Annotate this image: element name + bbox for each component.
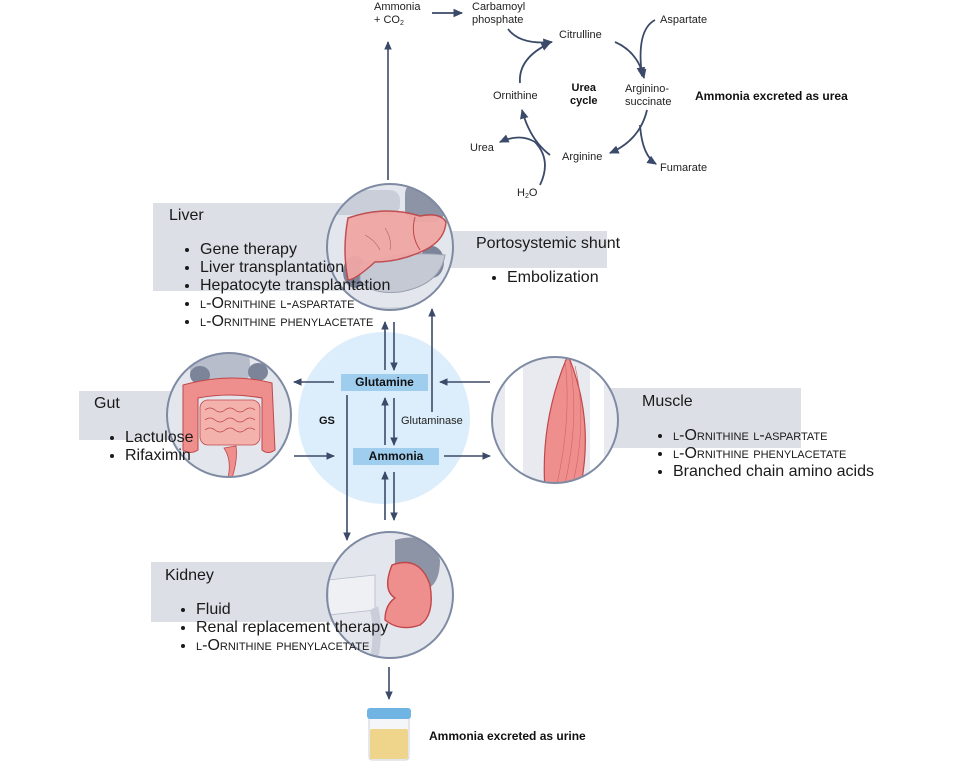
muscle-panel-content: Muscle l-Ornithine l-aspartate l-Ornithi… xyxy=(633,393,874,497)
list-item: Renal replacement therapy xyxy=(196,619,388,637)
label-ammonia-excreted-urine: Ammonia excreted as urine xyxy=(429,729,586,743)
shunt-panel-content: Portosystemic shunt Embolization xyxy=(467,235,620,303)
muscle-title: Muscle xyxy=(642,393,693,410)
shunt-panel xyxy=(440,231,607,268)
kidney-title: Kidney xyxy=(165,567,214,584)
arrow-citrulline-to-argininosuccinate xyxy=(614,41,647,80)
glutamine-box: Glutamine xyxy=(341,374,428,391)
liver-circle-border xyxy=(326,183,454,311)
gut-circle-border xyxy=(166,352,292,478)
gut-list: Lactulose Rifaximin xyxy=(85,429,194,465)
gut-title: Gut xyxy=(94,395,120,412)
kidney-list: Fluid Renal replacement therapy l-Ornith… xyxy=(156,601,388,655)
label-h2o: H2O xyxy=(517,187,538,200)
kidney-panel-content: Kidney Fluid Renal replacement therapy l… xyxy=(156,567,388,671)
list-item: l-Ornithine l-aspartate xyxy=(673,427,874,445)
muscle-panel xyxy=(605,388,801,448)
liver-title: Liver xyxy=(169,207,204,224)
liver-panel xyxy=(153,203,343,291)
list-item: Hepatocyte transplantation xyxy=(200,277,390,295)
ammonia-box: Ammonia xyxy=(353,448,439,465)
arrow-argininosuccinate-to-arginine xyxy=(609,109,648,154)
label-fumarate: Fumarate xyxy=(660,162,708,174)
list-item: l-Ornithine phenylacetate xyxy=(196,637,388,655)
list-item: Liver transplantation xyxy=(200,259,390,277)
kidney-circle-border xyxy=(326,531,454,659)
label-arginine: Arginine xyxy=(562,151,603,163)
list-item: Branched chain amino acids xyxy=(673,463,874,481)
gut-illustration xyxy=(167,353,291,477)
label-ammonia-excreted-urea: Ammonia excreted as urea xyxy=(695,89,848,103)
muscle-list: l-Ornithine l-aspartate l-Ornithine phen… xyxy=(633,427,874,481)
arrow-carbamoyl-to-citrulline xyxy=(507,28,554,48)
arrow-h2o-to-urea xyxy=(499,134,546,186)
gut-panel-content: Gut Lactulose Rifaximin xyxy=(85,395,194,481)
label-glutaminase: Glutaminase xyxy=(401,415,463,427)
arrow-argininosuccinate-to-fumarate xyxy=(639,124,657,165)
liver-list: Gene therapy Liver transplantation Hepat… xyxy=(160,241,390,331)
label-urea-cycle: Urea cycle xyxy=(570,82,598,107)
label-ornithine: Ornithine xyxy=(493,90,538,102)
label-carbamoyl-phosphate: Carbamoyl phosphate xyxy=(472,1,526,26)
arrow-arginine-to-ornithine xyxy=(520,108,551,156)
label-citrulline: Citrulline xyxy=(559,29,602,41)
list-item: l-Ornithine phenylacetate xyxy=(200,313,390,331)
liver-panel-content: Liver Gene therapy Liver transplantation… xyxy=(160,207,390,347)
arrow-ornithine-to-citrulline xyxy=(519,42,551,84)
list-item: Fluid xyxy=(196,601,388,619)
kidney-panel xyxy=(151,562,341,622)
arrow-aspartate-to-argininosuccinate xyxy=(636,19,656,78)
list-item: l-Ornithine phenylacetate xyxy=(673,445,874,463)
list-item: Gene therapy xyxy=(200,241,390,259)
list-item: l-Ornithine l-aspartate xyxy=(200,295,390,313)
muscle-circle-border xyxy=(491,356,619,484)
label-ammonia-co2: Ammonia + CO2 xyxy=(374,1,421,27)
label-aspartate: Aspartate xyxy=(660,14,708,26)
list-item: Rifaximin xyxy=(125,447,194,465)
muscle-illustration xyxy=(492,357,618,483)
list-item: Embolization xyxy=(507,269,620,287)
label-argininosuccinate: Arginino- succinate xyxy=(625,83,672,108)
shunt-title: Portosystemic shunt xyxy=(476,235,621,252)
label-urea: Urea xyxy=(470,142,494,154)
urine-container-icon xyxy=(367,708,411,761)
list-item: Lactulose xyxy=(125,429,194,447)
label-gs: GS xyxy=(319,415,335,427)
shunt-list: Embolization xyxy=(467,269,620,287)
